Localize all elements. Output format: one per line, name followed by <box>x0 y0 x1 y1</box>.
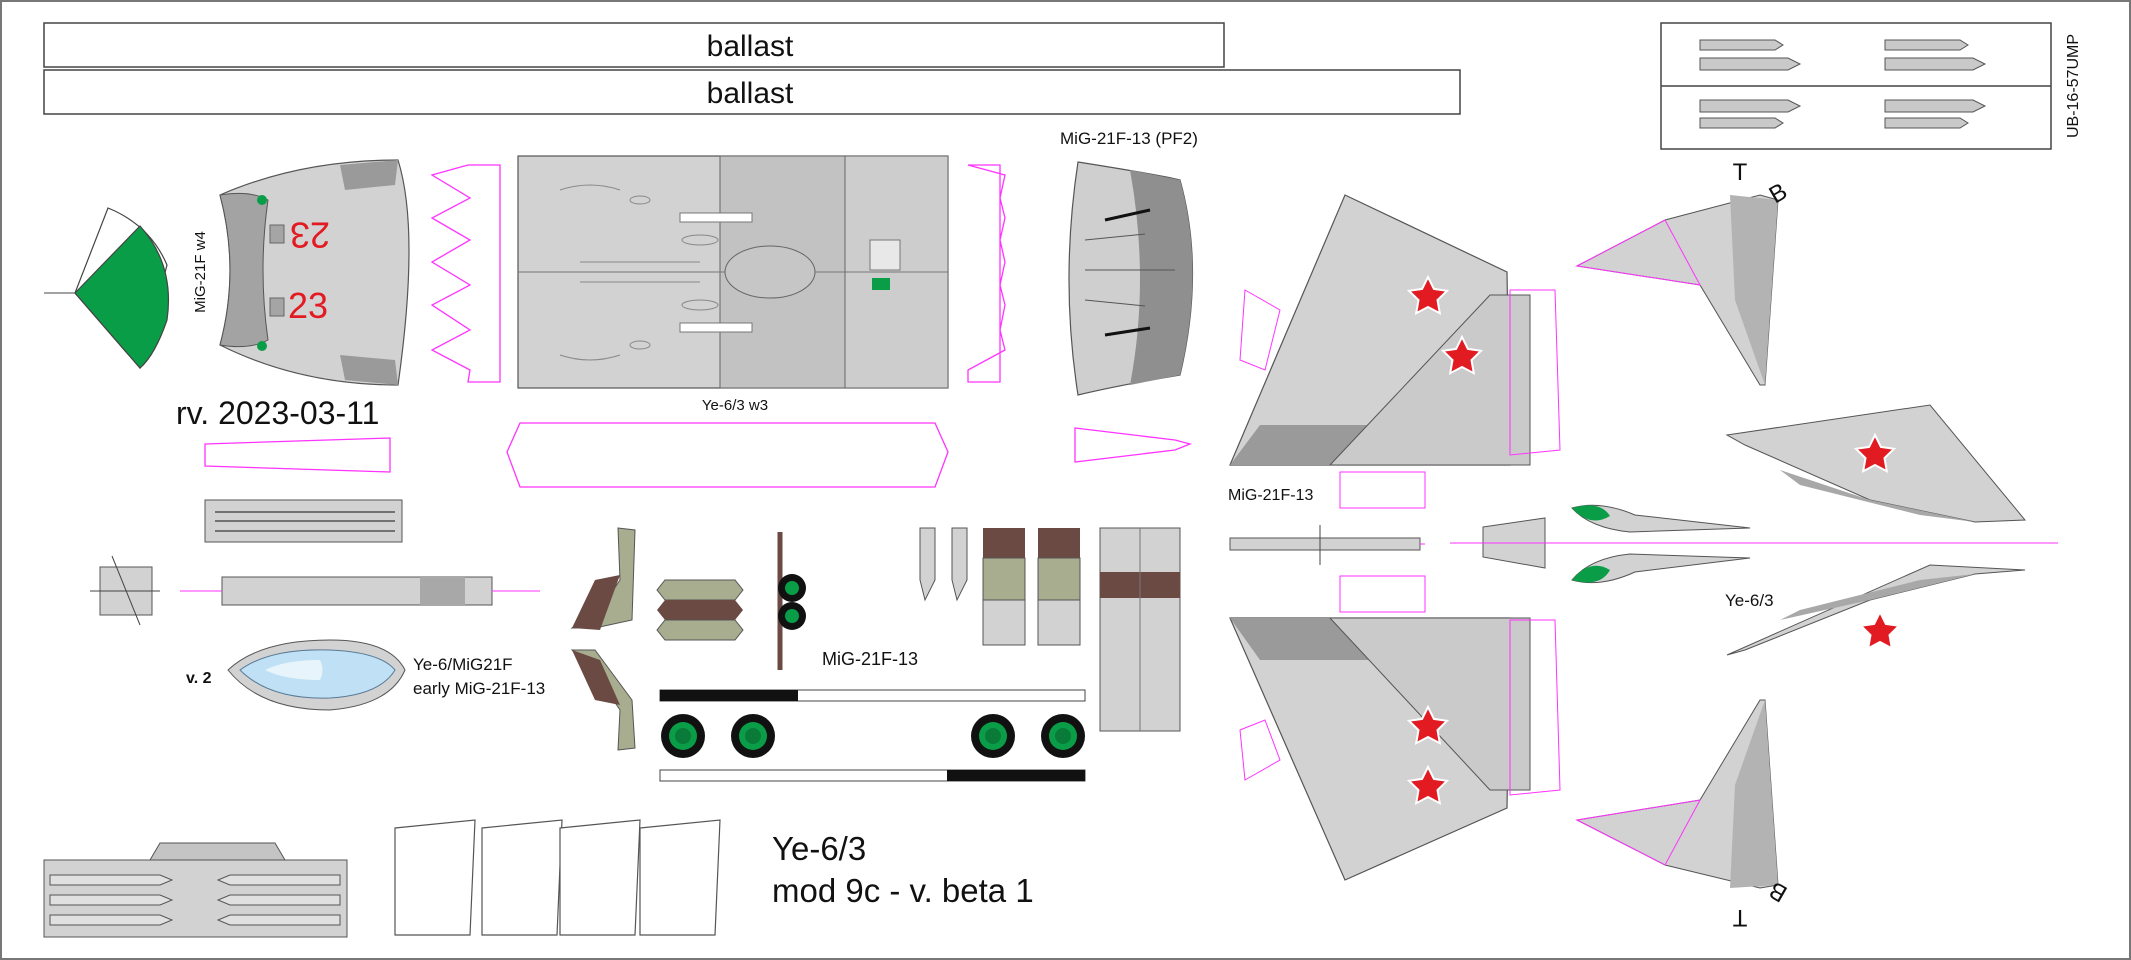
tail-number-upper: 23 <box>290 214 330 255</box>
fin-lower: T B <box>1575 699 1792 931</box>
pitot-box <box>90 555 160 626</box>
fence-outlines <box>394 819 721 936</box>
mark-t-bottom: T <box>1732 904 1747 931</box>
rail-panel <box>204 499 403 543</box>
bottom-pod-panel <box>43 842 348 938</box>
mark-t-top: T <box>1733 159 1748 186</box>
mig21f-w4-label: MiG-21F w4 <box>192 231 209 313</box>
nose-cone-part <box>1450 517 2058 569</box>
canopy-version-label: v. 2 <box>186 670 212 687</box>
tire-strips <box>659 689 1086 782</box>
rocket-pods-panel: UB-16-57UMP <box>1660 22 2082 150</box>
glue-tabs-right <box>967 164 1006 383</box>
fin-upper: T B <box>1575 159 1792 386</box>
nose-cone-fan <box>44 207 170 370</box>
canopy-label-line1: Ye-6/MiG21F <box>413 655 513 674</box>
ballast-strip-2: ballast <box>43 69 1461 115</box>
gear-bay-parts <box>919 527 1081 646</box>
stabilizer-upper <box>1725 404 2027 523</box>
fuselage-panel-pf2: MiG-21F-13 (PF2) <box>1060 129 1198 396</box>
tail-number-lower: 23 <box>288 285 328 326</box>
canopy-label-line2: early MiG-21F-13 <box>413 679 545 698</box>
intake-cone-outline <box>204 422 1193 488</box>
title-line2: mod 9c - v. beta 1 <box>772 872 1034 909</box>
stabilizer-lower <box>1726 564 2026 656</box>
ballast-label-2: ballast <box>707 77 794 110</box>
ballast-label-1: ballast <box>707 30 794 63</box>
wing-lower <box>1229 575 1561 881</box>
mig21f13-wing-label: MiG-21F-13 <box>1228 487 1313 504</box>
long-strip-part <box>180 576 540 606</box>
title-line1: Ye-6/3 <box>772 830 866 867</box>
mig21f13-gear-label: MiG-21F-13 <box>822 649 918 669</box>
bay-strip <box>1099 527 1181 732</box>
mig21f13-pf2-label: MiG-21F-13 (PF2) <box>1060 129 1198 148</box>
fuselage-belly-panel: Ye-6/3 w3 <box>517 155 949 414</box>
canopy-part: v. 2 Ye-6/MiG21F early MiG-21F-13 <box>186 639 545 711</box>
fuselage-panel-w4: 23 23 MiG-21F w4 <box>192 159 410 386</box>
ye63-w3-label: Ye-6/3 w3 <box>702 397 768 414</box>
drop-tanks <box>1571 504 1751 584</box>
ye63-tail-label: Ye-6/3 <box>1725 591 1774 610</box>
glue-tabs-left <box>430 164 501 383</box>
gear-struts: MiG-21F-13 <box>570 527 918 751</box>
wing-upper <box>1229 194 1561 509</box>
ballast-strip-1: ballast <box>43 22 1225 68</box>
center-strip <box>1229 525 1425 565</box>
revision-label: rv. 2023-03-11 <box>176 395 379 431</box>
ub-pod-label: UB-16-57UMP <box>2065 34 2082 138</box>
